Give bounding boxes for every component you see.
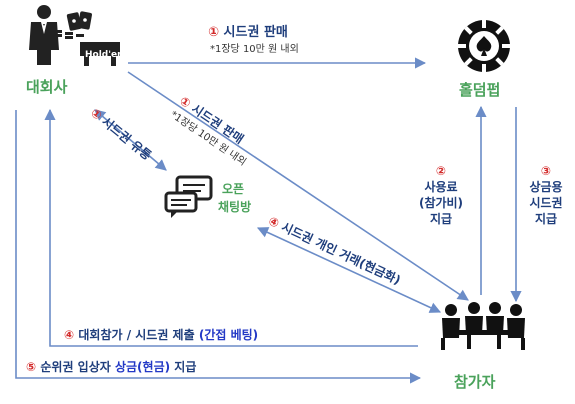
arrow-seed-distribution	[94, 109, 167, 171]
seed-sale-top-label: ① 시드권 판매	[208, 21, 288, 40]
people-at-table-icon	[441, 302, 525, 350]
holdem-pub-label: 홀덤펍	[459, 81, 501, 99]
usage-fee-label: ② 사용료 (참가비) 지급	[412, 163, 470, 227]
prize-seed-line2: 시드권	[529, 196, 563, 210]
step-number: ②	[435, 164, 447, 178]
poker-chip-icon	[458, 20, 510, 72]
entry-submit-highlight: (간접 베팅)	[198, 328, 259, 342]
step-number: ③	[540, 164, 552, 178]
organizer-sign-text: Hold'em	[85, 50, 127, 60]
organizer-figure-icon	[29, 5, 59, 65]
usage-fee-line3: 지급	[429, 212, 453, 226]
open-chat-label-line2: 채팅방	[218, 200, 252, 214]
usage-fee-line2: (참가비)	[418, 196, 464, 210]
step-number: ④	[64, 328, 75, 342]
arrow-personal-trade	[256, 227, 442, 313]
prize-seed-label: ③ 상금용 시드권 지급	[518, 163, 574, 227]
prize-pay-label: ⑤ 순위권 입상자 상금(현금) 지급	[26, 358, 196, 375]
entry-submit-text: 대회참가 / 시드권 제출	[78, 328, 195, 342]
prize-seed-line1: 상금용	[529, 180, 563, 194]
playing-cards-icon	[66, 11, 92, 31]
step-number: ⑤	[26, 360, 37, 374]
poker-table-icon	[54, 30, 120, 66]
prize-seed-line3: 지급	[534, 212, 558, 226]
step-number: ①	[208, 25, 220, 40]
open-chat-label-line1: 오픈	[222, 182, 245, 196]
chat-bubbles-icon	[164, 175, 213, 218]
seed-sale-top-note: *1장당 10만 원 내외	[210, 44, 299, 55]
arrow-prize-pay	[15, 110, 422, 384]
prize-pay-highlight: 상금(현금)	[114, 360, 171, 374]
prize-pay-text: 순위권 입상자	[40, 360, 111, 374]
step-text: 시드권 판매	[223, 25, 288, 40]
entry-submit-label: ④ 대회참가 / 시드권 제출 (간접 베팅)	[64, 326, 258, 343]
usage-fee-line1: 사용료	[424, 180, 458, 194]
prize-pay-end: 지급	[174, 360, 197, 374]
participants-label: 참가자	[454, 373, 496, 391]
organizer-label: 대회사	[26, 78, 68, 96]
arrow-entry-submit	[44, 108, 418, 347]
